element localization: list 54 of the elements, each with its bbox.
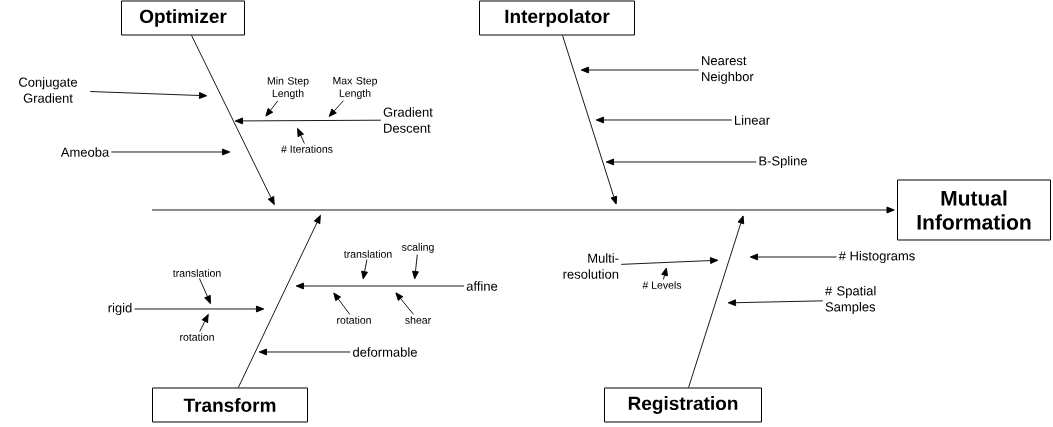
sub-cause-label: Min Step Length [267, 76, 309, 100]
arrow [395, 292, 414, 315]
arrow [295, 282, 465, 290]
arrow [412, 254, 419, 280]
arrow [605, 158, 757, 166]
cause-label: affine [466, 281, 498, 291]
arrow [297, 128, 305, 144]
arrow [620, 257, 719, 265]
sub-cause-label: translation [343, 250, 392, 258]
sub-cause-label: Max Step Length [333, 77, 377, 99]
category-box: Registration [604, 387, 762, 423]
cause-label: Linear [735, 115, 770, 125]
arrow [199, 278, 211, 304]
arrow [258, 348, 351, 356]
cause-label: rigid [108, 302, 132, 316]
spine-arrow [151, 206, 895, 214]
sub-cause-label: rotation [180, 333, 214, 341]
category-box: Transform [152, 387, 308, 423]
sub-cause-label: shear [405, 316, 431, 324]
sub-cause-label: # Levels [642, 281, 682, 289]
cause-label: B-Spline [759, 155, 807, 169]
sub-cause-label: translation [172, 269, 221, 277]
arrow [361, 259, 368, 280]
arrow [333, 292, 351, 315]
category-box: Optimizer [121, 0, 245, 36]
cause-label: Ameoba [60, 147, 110, 157]
arrow [328, 100, 344, 117]
cause-label: deformable [353, 347, 417, 357]
cause-label: Gradient Descent [383, 107, 433, 133]
sub-cause-label: scaling [401, 243, 434, 253]
cause-label: # Histograms [838, 250, 915, 264]
arrow [89, 91, 208, 99]
bone-arrow [191, 35, 275, 205]
arrow [727, 299, 824, 307]
cause-label: Nearest Neighbor [702, 56, 754, 84]
bone-arrow [688, 215, 745, 388]
arrow [580, 66, 700, 74]
arrow [265, 100, 279, 117]
cause-label: Conjugate Gradient [19, 77, 78, 103]
category-box: Interpolator [479, 0, 635, 36]
arrow [661, 267, 668, 280]
sub-cause-label: # Iterations [281, 145, 333, 153]
arrow [749, 253, 837, 261]
arrow [110, 148, 231, 156]
sub-cause-label: rotation [337, 316, 371, 324]
cause-label: Multi-resolution [563, 253, 619, 279]
arrow [199, 314, 209, 332]
effect-box: Mutual Information [897, 179, 1051, 241]
arrow [134, 305, 265, 313]
bone-arrow [237, 215, 321, 388]
arrow [234, 117, 382, 125]
bone-arrow [562, 35, 618, 205]
arrow [595, 116, 733, 124]
cause-label: # Spatial Samples [825, 285, 876, 315]
